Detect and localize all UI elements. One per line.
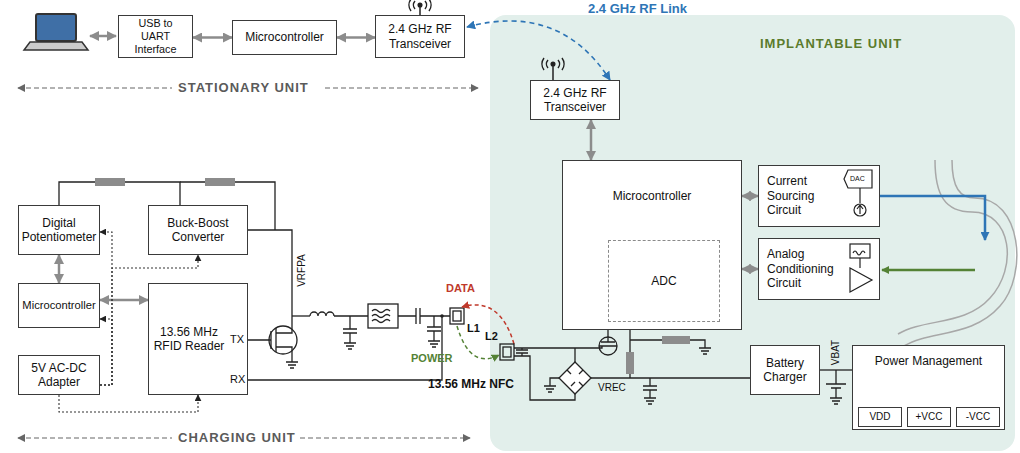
panel-fill: [490, 15, 1015, 451]
signal-arrow: [882, 269, 975, 272]
rf-transceiver-box: 2.4 GHz RF Transceiver: [375, 15, 465, 58]
implant-panel: IMPLANTABLE UNIT 2.4 GHz RF TransceiverMi…: [490, 15, 1015, 451]
circuit-icon: [844, 170, 872, 292]
signal-name: VREC: [598, 382, 626, 393]
connector: [100, 299, 148, 302]
node-text: 2.4 GHz RF Transceiver: [535, 86, 615, 115]
link-label: 2.4 GHz RF Link: [588, 2, 687, 16]
rectifier-circuit: [500, 330, 846, 404]
node-text: Current Sourcing Circuit: [767, 174, 841, 217]
node-text: Buck-Boost Converter: [153, 216, 243, 245]
power-box: Power ManagementVDD +VCC -VCC: [852, 345, 1005, 430]
rf-transceiver-box: 2.4 GHz RF Transceiver: [530, 80, 620, 120]
signal-name: VRFPA: [295, 254, 306, 287]
node-text: Battery Charger: [755, 356, 815, 385]
adc-box: ADC: [608, 240, 720, 322]
node-text: +VCC: [916, 411, 943, 423]
data-arrow: [462, 305, 514, 344]
node-text: USB to UART Interface: [123, 17, 188, 56]
stomach-outline: [898, 160, 1017, 346]
node-text: Microcontroller: [245, 30, 324, 44]
resistor-symbol: [95, 178, 690, 374]
rail-box: +VCC: [907, 407, 951, 427]
node-text: 2.4 GHz RF Transceiver: [380, 22, 460, 51]
pin-name: RX: [230, 373, 245, 385]
rail-box: VDD: [858, 407, 902, 427]
connector: [100, 319, 112, 385]
connector: [337, 36, 375, 39]
charger-box: Battery Charger: [750, 345, 820, 395]
signal-name: VBAT: [830, 339, 841, 364]
rail-box: -VCC: [956, 407, 1000, 427]
unit-label: STATIONARY UNIT: [178, 81, 309, 95]
node-text: Microcontroller: [613, 189, 692, 203]
link-arrow: [90, 35, 116, 38]
connector: [59, 395, 198, 412]
buck-boost-box: Buck-Boost Converter: [148, 205, 248, 255]
node-text: ADC: [651, 274, 676, 288]
rf-power-chain: [180, 182, 464, 380]
power-label: POWER: [411, 352, 453, 364]
mcu-box: Microcontroller: [18, 283, 100, 328]
adapter-box: 5V AC-DC Adapter: [18, 355, 100, 395]
node-text: Power Management: [875, 354, 982, 368]
unit-label: CHARGING UNIT: [178, 431, 296, 445]
connector: [100, 232, 112, 385]
connector: [100, 255, 198, 385]
span-arrow: [18, 88, 478, 438]
mcu-box: MicrocontrollerADC: [562, 160, 742, 330]
pin-name: TX: [230, 333, 244, 345]
data-label: DATA: [446, 282, 475, 294]
coil-name: L2: [485, 330, 498, 342]
node-text: VDD: [869, 411, 890, 423]
connector: [742, 195, 758, 198]
node-text: Digital Potentiometer: [22, 216, 97, 245]
node-text: Microcontroller: [22, 299, 95, 312]
potentiometer-box: Digital Potentiometer: [18, 205, 100, 255]
coil-name: L1: [467, 322, 480, 334]
connector: [193, 36, 232, 39]
dac-label: DAC: [850, 175, 865, 183]
node-text: 13.56 MHz RFID Reader: [153, 325, 225, 354]
connector: [58, 255, 61, 283]
laptop-icon: [24, 14, 88, 50]
antenna-symbol: [409, 0, 564, 80]
link-label: 13.56 MHz NFC: [428, 378, 514, 391]
connector: [467, 21, 610, 80]
usb-uart-box: USB to UART Interface: [118, 15, 193, 58]
mcu-box: Microcontroller: [232, 20, 337, 55]
connector: [742, 268, 758, 271]
node-text: -VCC: [966, 411, 990, 423]
node-text: IMPLANTABLE UNIT: [760, 36, 902, 52]
node-text: Analog Conditioning Circuit: [767, 247, 841, 290]
node-text: 5V AC-DC Adapter: [23, 361, 95, 390]
connector: [820, 369, 852, 370]
connector: [590, 120, 593, 160]
stimulus-arrow: [880, 196, 985, 240]
